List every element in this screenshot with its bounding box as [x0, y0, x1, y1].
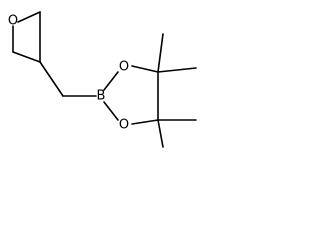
bond-o-top-c4: [131, 65, 159, 73]
bond-c4-methyl-up: [157, 33, 164, 73]
atom-label-ring-oxygen-bottom: O: [119, 118, 129, 133]
atom-label-oxetane-oxygen: O: [8, 14, 18, 29]
molecule-structure: O B O O: [8, 11, 197, 148]
atom-label-boron: B: [97, 89, 106, 104]
bond-ring-c2-ch2: [39, 61, 64, 97]
bond-c4-methyl-right: [157, 67, 197, 73]
bond-oxetane-o-c1: [17, 11, 41, 23]
bond-oxetane-c3-c2: [12, 51, 41, 63]
bond-boron-o-bottom: [103, 101, 119, 121]
bond-boron-o-top: [103, 71, 119, 91]
bond-o-bottom-c5: [131, 119, 159, 125]
bond-c5-methyl-down: [157, 119, 164, 148]
atom-label-ring-oxygen-top: O: [119, 60, 129, 75]
